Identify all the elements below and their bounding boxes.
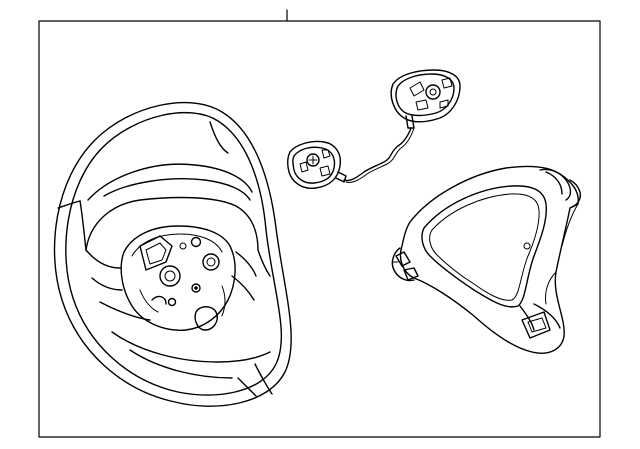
switch-right (390, 69, 461, 129)
steering-wheel (53, 101, 292, 407)
trim-cover (391, 165, 582, 354)
switch-left (286, 140, 347, 189)
wire-harness (343, 127, 415, 183)
diagram-frame (38, 9, 601, 438)
